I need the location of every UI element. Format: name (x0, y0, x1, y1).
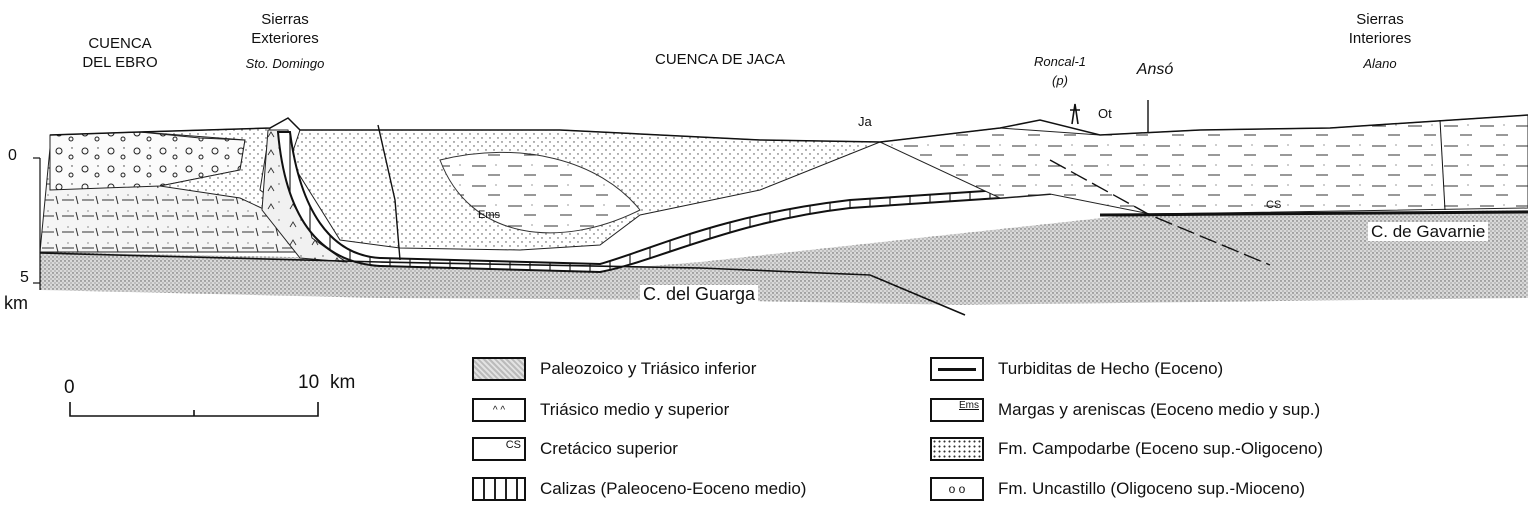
scale-start: 0 (64, 377, 75, 398)
legend-item-turbiditas: Turbiditas de Hecho (Eoceno) (930, 356, 1223, 382)
place-label: Alano (1363, 56, 1397, 71)
legend-label: Calizas (Paleoceno-Eoceno medio) (540, 479, 807, 498)
scale-end: 10 (298, 372, 320, 393)
well-label-line: Roncal-1 (1033, 54, 1087, 69)
legend-swatch (930, 357, 984, 381)
gavarnie-label: C. de Gavarnie (1368, 222, 1489, 241)
ems-marls (439, 151, 641, 234)
legend-swatch (930, 437, 984, 461)
anso-label: Ansó (1136, 61, 1174, 78)
ot-label: Ot (1098, 106, 1112, 121)
legend-item-triasico: ^ ^ Triásico medio y superior (472, 397, 729, 423)
place-label: Sto. Domingo (245, 56, 325, 71)
legend-item-uncastillo: o o Fm. Uncastillo (Oligoceno sup.-Mioce… (930, 476, 1305, 502)
legend-swatch: CS (472, 437, 526, 461)
legend-label: Margas y areniscas (Eoceno medio y sup.) (998, 400, 1321, 419)
legend-label: Fm. Uncastillo (Oligoceno sup.-Mioceno) (998, 479, 1306, 498)
legend-swatch (472, 477, 526, 501)
legend-item-paleozoico: Paleozoico y Triásico inferior (472, 356, 756, 382)
legend-item-calizas: Calizas (Paleoceno-Eoceno medio) (472, 476, 806, 502)
legend-item-campodarbe: Fm. Campodarbe (Eoceno sup.-Oligoceno) (930, 436, 1323, 462)
ja-label: Ja (858, 114, 872, 129)
region-label-exteriores: Sierras Exteriores Sto. Domingo (230, 10, 340, 73)
region-label-line: Exteriores (251, 30, 319, 47)
guarga-label: C. del Guarga (640, 285, 759, 304)
region-label-interiores: Sierras Interiores Alano (1320, 10, 1440, 73)
fault-line (1049, 159, 1271, 266)
legend-swatch: Ems (930, 398, 984, 422)
fault-line (377, 124, 401, 261)
well-label: Roncal-1 (p) (1010, 52, 1110, 90)
cs-label: CS (1266, 199, 1282, 211)
region-label-line: CUENCA (88, 35, 152, 52)
legend-swatch: o o (930, 477, 984, 501)
legend-swatch (472, 357, 526, 381)
legend-label: Turbiditas de Hecho (Eoceno) (998, 359, 1224, 378)
well-icon (1070, 103, 1080, 125)
legend-item-margas: Ems Margas y areniscas (Eoceno medio y s… (930, 397, 1320, 423)
legend-label: Paleozoico y Triásico inferior (540, 359, 757, 378)
scale-bar (69, 402, 319, 417)
depth-unit: km (4, 293, 28, 313)
scale-unit: km (330, 372, 356, 393)
interior-sierras-fill (878, 114, 1528, 215)
paleozoic-basement (40, 210, 1528, 305)
topographic-surface (49, 114, 1528, 143)
fault-line (1439, 119, 1446, 211)
legend-swatch: ^ ^ (472, 398, 526, 422)
region-label-line: Sierras (1356, 11, 1404, 28)
gavarnie-thrust (1099, 210, 1528, 217)
depth-label-top: 0 (8, 147, 17, 164)
legend-label: Cretácico superior (540, 439, 678, 458)
legend-item-cretacico: CS Cretácico superior (472, 436, 678, 462)
region-label-ebro: CUENCA DEL EBRO (70, 34, 170, 72)
region-label-jaca: CUENCA DE JACA (654, 51, 786, 68)
ems-label: Ems (478, 209, 500, 221)
depth-label-bottom: 5 (20, 269, 29, 286)
guarga-thrust (39, 252, 966, 316)
region-label-line: Interiores (1348, 30, 1412, 47)
well-label-line: (p) (1052, 73, 1068, 88)
legend-label: Triásico medio y superior (540, 400, 730, 419)
region-label-line: DEL EBRO (82, 54, 158, 71)
legend-label: Fm. Campodarbe (Eoceno sup.-Oligoceno) (998, 439, 1324, 458)
region-label-line: Sierras (261, 11, 309, 28)
